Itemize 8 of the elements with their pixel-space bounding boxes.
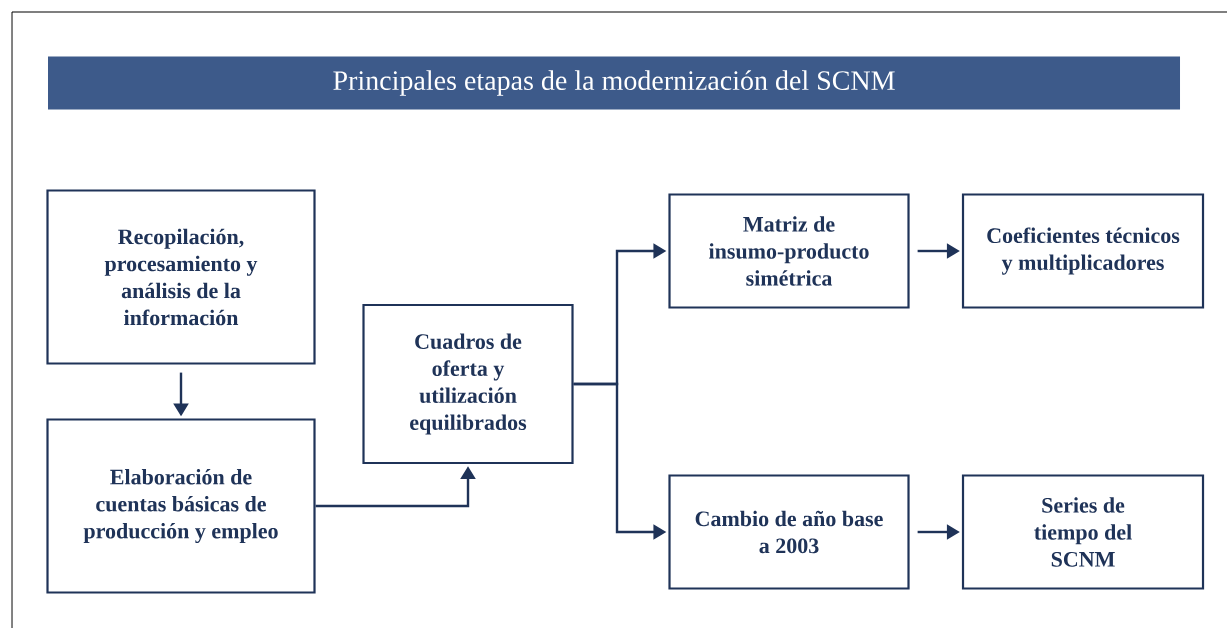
process-box: Matriz de insumo-producto simétrica — [668, 193, 910, 309]
process-box: Elaboración de cuentas básicas de producción y empleo — [46, 418, 316, 594]
process-box: Coeficientes técnicos y multiplicadores — [961, 193, 1205, 309]
process-box: Series de tiempo del SCNM — [961, 474, 1205, 590]
process-box: Cuadros de oferta y utilización equilibrados — [362, 303, 574, 465]
process-box: Cambio de año base a 2003 — [668, 474, 910, 590]
title-band: Principales etapas de la modernización del SCNM — [48, 56, 1180, 110]
process-box: Recopilación, procesamiento y análisis de la información — [46, 189, 316, 365]
